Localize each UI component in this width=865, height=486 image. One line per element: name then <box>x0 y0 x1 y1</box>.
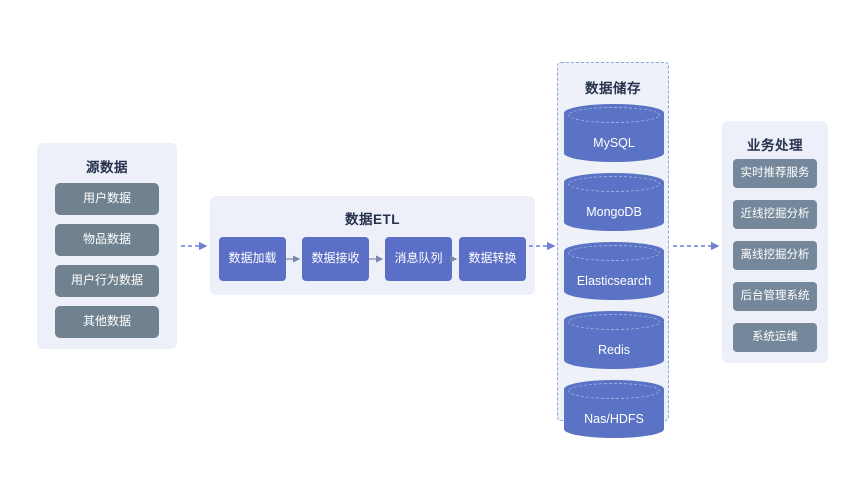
storage-db-label: Elasticsearch <box>576 274 652 288</box>
etl-panel-title: 数据ETL <box>345 212 400 227</box>
source-data-panel: 源数据 用户数据 物品数据 用户行为数据 其他数据 <box>37 143 177 349</box>
business-item-offline-mining[interactable]: 离线挖掘分析 <box>733 241 817 270</box>
business-item-nearline-mining[interactable]: 近线挖掘分析 <box>733 200 817 229</box>
storage-db-label: Nas/HDFS <box>584 412 644 426</box>
storage-panel-title: 数据储存 <box>585 81 641 96</box>
etl-step-message-queue[interactable]: 消息队列 <box>385 237 452 281</box>
business-panel: 业务处理 实时推荐服务 近线挖掘分析 离线挖掘分析 后台管理系统 系统运维 <box>722 121 828 363</box>
storage-db-label: Redis <box>598 343 630 357</box>
storage-db-label: MySQL <box>593 136 635 150</box>
cylinder-arc <box>568 176 660 192</box>
source-item-user-data[interactable]: 用户数据 <box>55 183 159 215</box>
storage-db-label: MongoDB <box>586 205 642 219</box>
storage-panel: 数据储存 MySQL MongoDB Elasticsearch Redis <box>557 62 669 438</box>
storage-db-mongodb[interactable]: MongoDB <box>564 173 664 231</box>
etl-step-data-transform[interactable]: 数据转换 <box>459 237 526 281</box>
source-item-product-data[interactable]: 物品数据 <box>55 224 159 256</box>
business-item-system-ops[interactable]: 系统运维 <box>733 323 817 352</box>
storage-db-elasticsearch[interactable]: Elasticsearch <box>564 242 664 300</box>
business-item-realtime-recommendation[interactable]: 实时推荐服务 <box>733 159 817 188</box>
business-item-admin-system[interactable]: 后台管理系统 <box>733 282 817 311</box>
cylinder-arc <box>568 314 660 330</box>
storage-db-redis[interactable]: Redis <box>564 311 664 369</box>
cylinder-arc <box>568 245 660 261</box>
source-item-other-data[interactable]: 其他数据 <box>55 306 159 338</box>
cylinder-arc <box>568 107 660 123</box>
etl-step-data-load[interactable]: 数据加载 <box>219 237 286 281</box>
storage-db-mysql[interactable]: MySQL <box>564 104 664 162</box>
etl-step-data-receive[interactable]: 数据接收 <box>302 237 369 281</box>
etl-panel: 数据ETL 数据加载 数据接收 消息队列 数据转换 <box>210 196 535 295</box>
storage-db-nas-hdfs[interactable]: Nas/HDFS <box>564 380 664 438</box>
cylinder-arc <box>568 383 660 399</box>
business-panel-title: 业务处理 <box>747 138 803 153</box>
source-panel-title: 源数据 <box>86 160 128 175</box>
source-item-user-behavior-data[interactable]: 用户行为数据 <box>55 265 159 297</box>
